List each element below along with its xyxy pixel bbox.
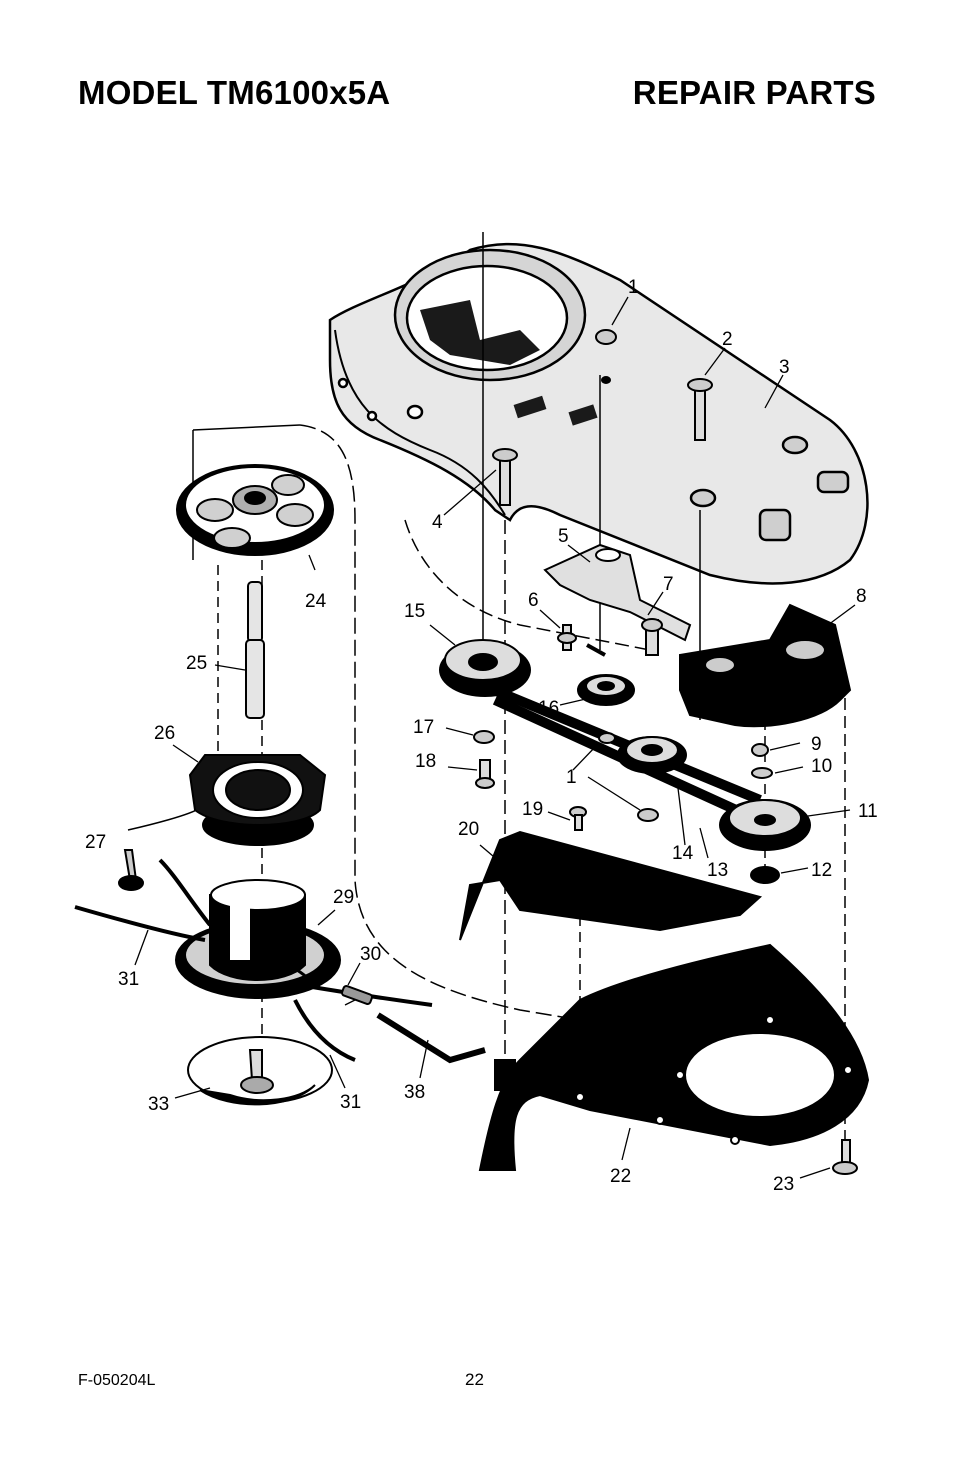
callout-18: 18 — [415, 751, 436, 772]
callout-7: 7 — [663, 574, 674, 595]
callout-20: 20 — [458, 819, 479, 840]
callout-1-lower: 1 — [566, 767, 577, 788]
bearing-housing — [188, 754, 327, 846]
callout-2: 2 — [722, 329, 733, 350]
idler-pulley-14 — [617, 736, 687, 774]
idler-pulley-16 — [577, 674, 635, 706]
callout-24: 24 — [305, 591, 327, 612]
callout-16: 16 — [538, 698, 559, 719]
trimmer-head — [175, 879, 341, 999]
callout-1-top: 1 — [628, 277, 639, 298]
callout-19: 19 — [522, 799, 543, 820]
callout-10: 10 — [811, 756, 832, 777]
hex-wrench — [376, 1012, 486, 1064]
callout-15: 15 — [404, 601, 425, 622]
page-number: 22 — [465, 1370, 484, 1389]
belt-guard — [679, 603, 852, 728]
pulley-11 — [719, 799, 811, 851]
form-code: F-050204L — [78, 1372, 156, 1389]
idler-bracket — [543, 543, 692, 642]
section-title: REPAIR PARTS — [632, 74, 876, 111]
callout-23: 23 — [773, 1174, 794, 1195]
callout-9: 9 — [811, 734, 822, 755]
upper-housing — [328, 242, 869, 585]
callout-26: 26 — [154, 723, 175, 744]
callout-4: 4 — [432, 512, 443, 533]
callout-11: 11 — [858, 801, 878, 822]
spring-30 — [341, 985, 373, 1005]
callout-14: 14 — [672, 843, 694, 864]
pulley-15 — [439, 639, 531, 697]
callout-6: 6 — [528, 590, 539, 611]
spindle-plate — [176, 464, 334, 556]
bottom-cap — [187, 1036, 333, 1106]
callout-8: 8 — [856, 586, 867, 607]
callout-3: 3 — [779, 357, 790, 378]
belt-shield — [459, 830, 763, 941]
deck-housing — [478, 943, 870, 1171]
screw-27 — [118, 849, 144, 891]
callout-labels: 1 2 3 4 5 6 7 8 9 10 11 12 13 14 15 16 1… — [85, 277, 878, 1195]
callout-22: 22 — [610, 1166, 631, 1187]
callout-33: 33 — [148, 1094, 169, 1115]
callout-38: 38 — [404, 1082, 425, 1103]
callout-27: 27 — [85, 832, 106, 853]
callout-25: 25 — [186, 653, 207, 674]
fasteners — [473, 329, 858, 1175]
callout-17: 17 — [413, 717, 434, 738]
callout-12: 12 — [811, 860, 832, 881]
callout-leaders — [134, 296, 856, 1179]
callout-13: 13 — [707, 860, 728, 881]
model-title: MODEL TM6100x5A — [78, 74, 391, 111]
callout-30: 30 — [360, 944, 381, 965]
callout-29: 29 — [333, 887, 354, 908]
callout-31-right: 31 — [340, 1092, 361, 1113]
callout-5: 5 — [558, 526, 569, 547]
spindle-shaft — [245, 581, 265, 719]
callout-31-left: 31 — [118, 969, 139, 990]
